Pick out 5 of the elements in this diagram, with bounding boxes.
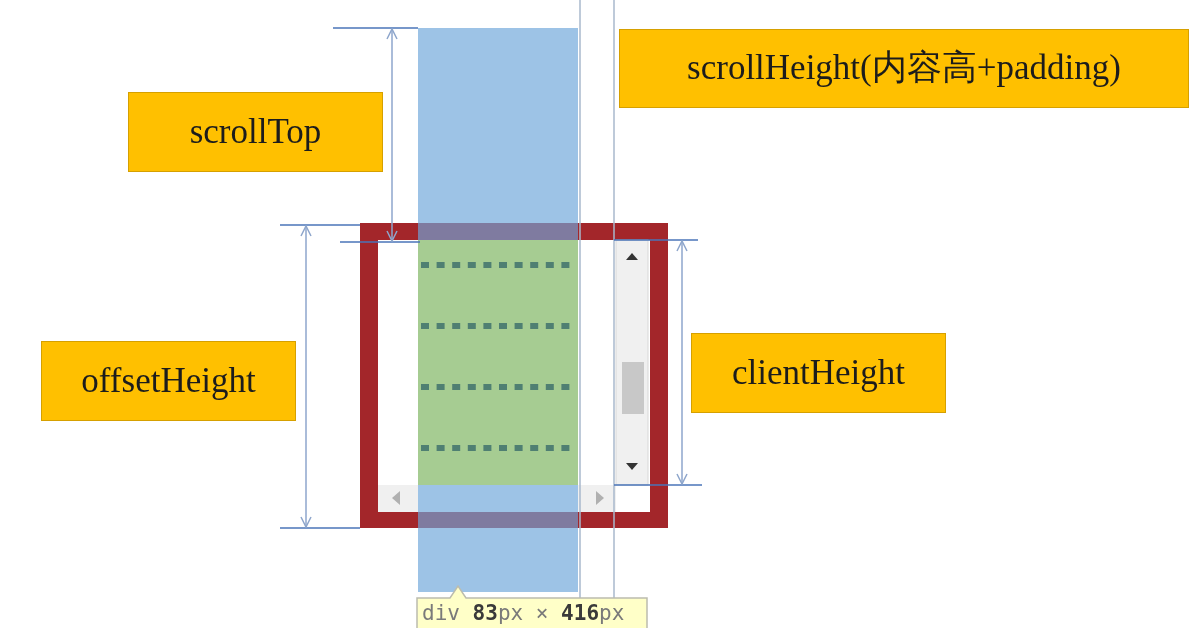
property-label: scrollTop [128, 92, 383, 172]
property-label: scrollHeight(内容高+padding) [619, 29, 1189, 108]
property-label: offsetHeight [41, 341, 296, 421]
property-label: clientHeight [691, 333, 946, 413]
size-tooltip: div 83px × 416px [416, 584, 648, 628]
